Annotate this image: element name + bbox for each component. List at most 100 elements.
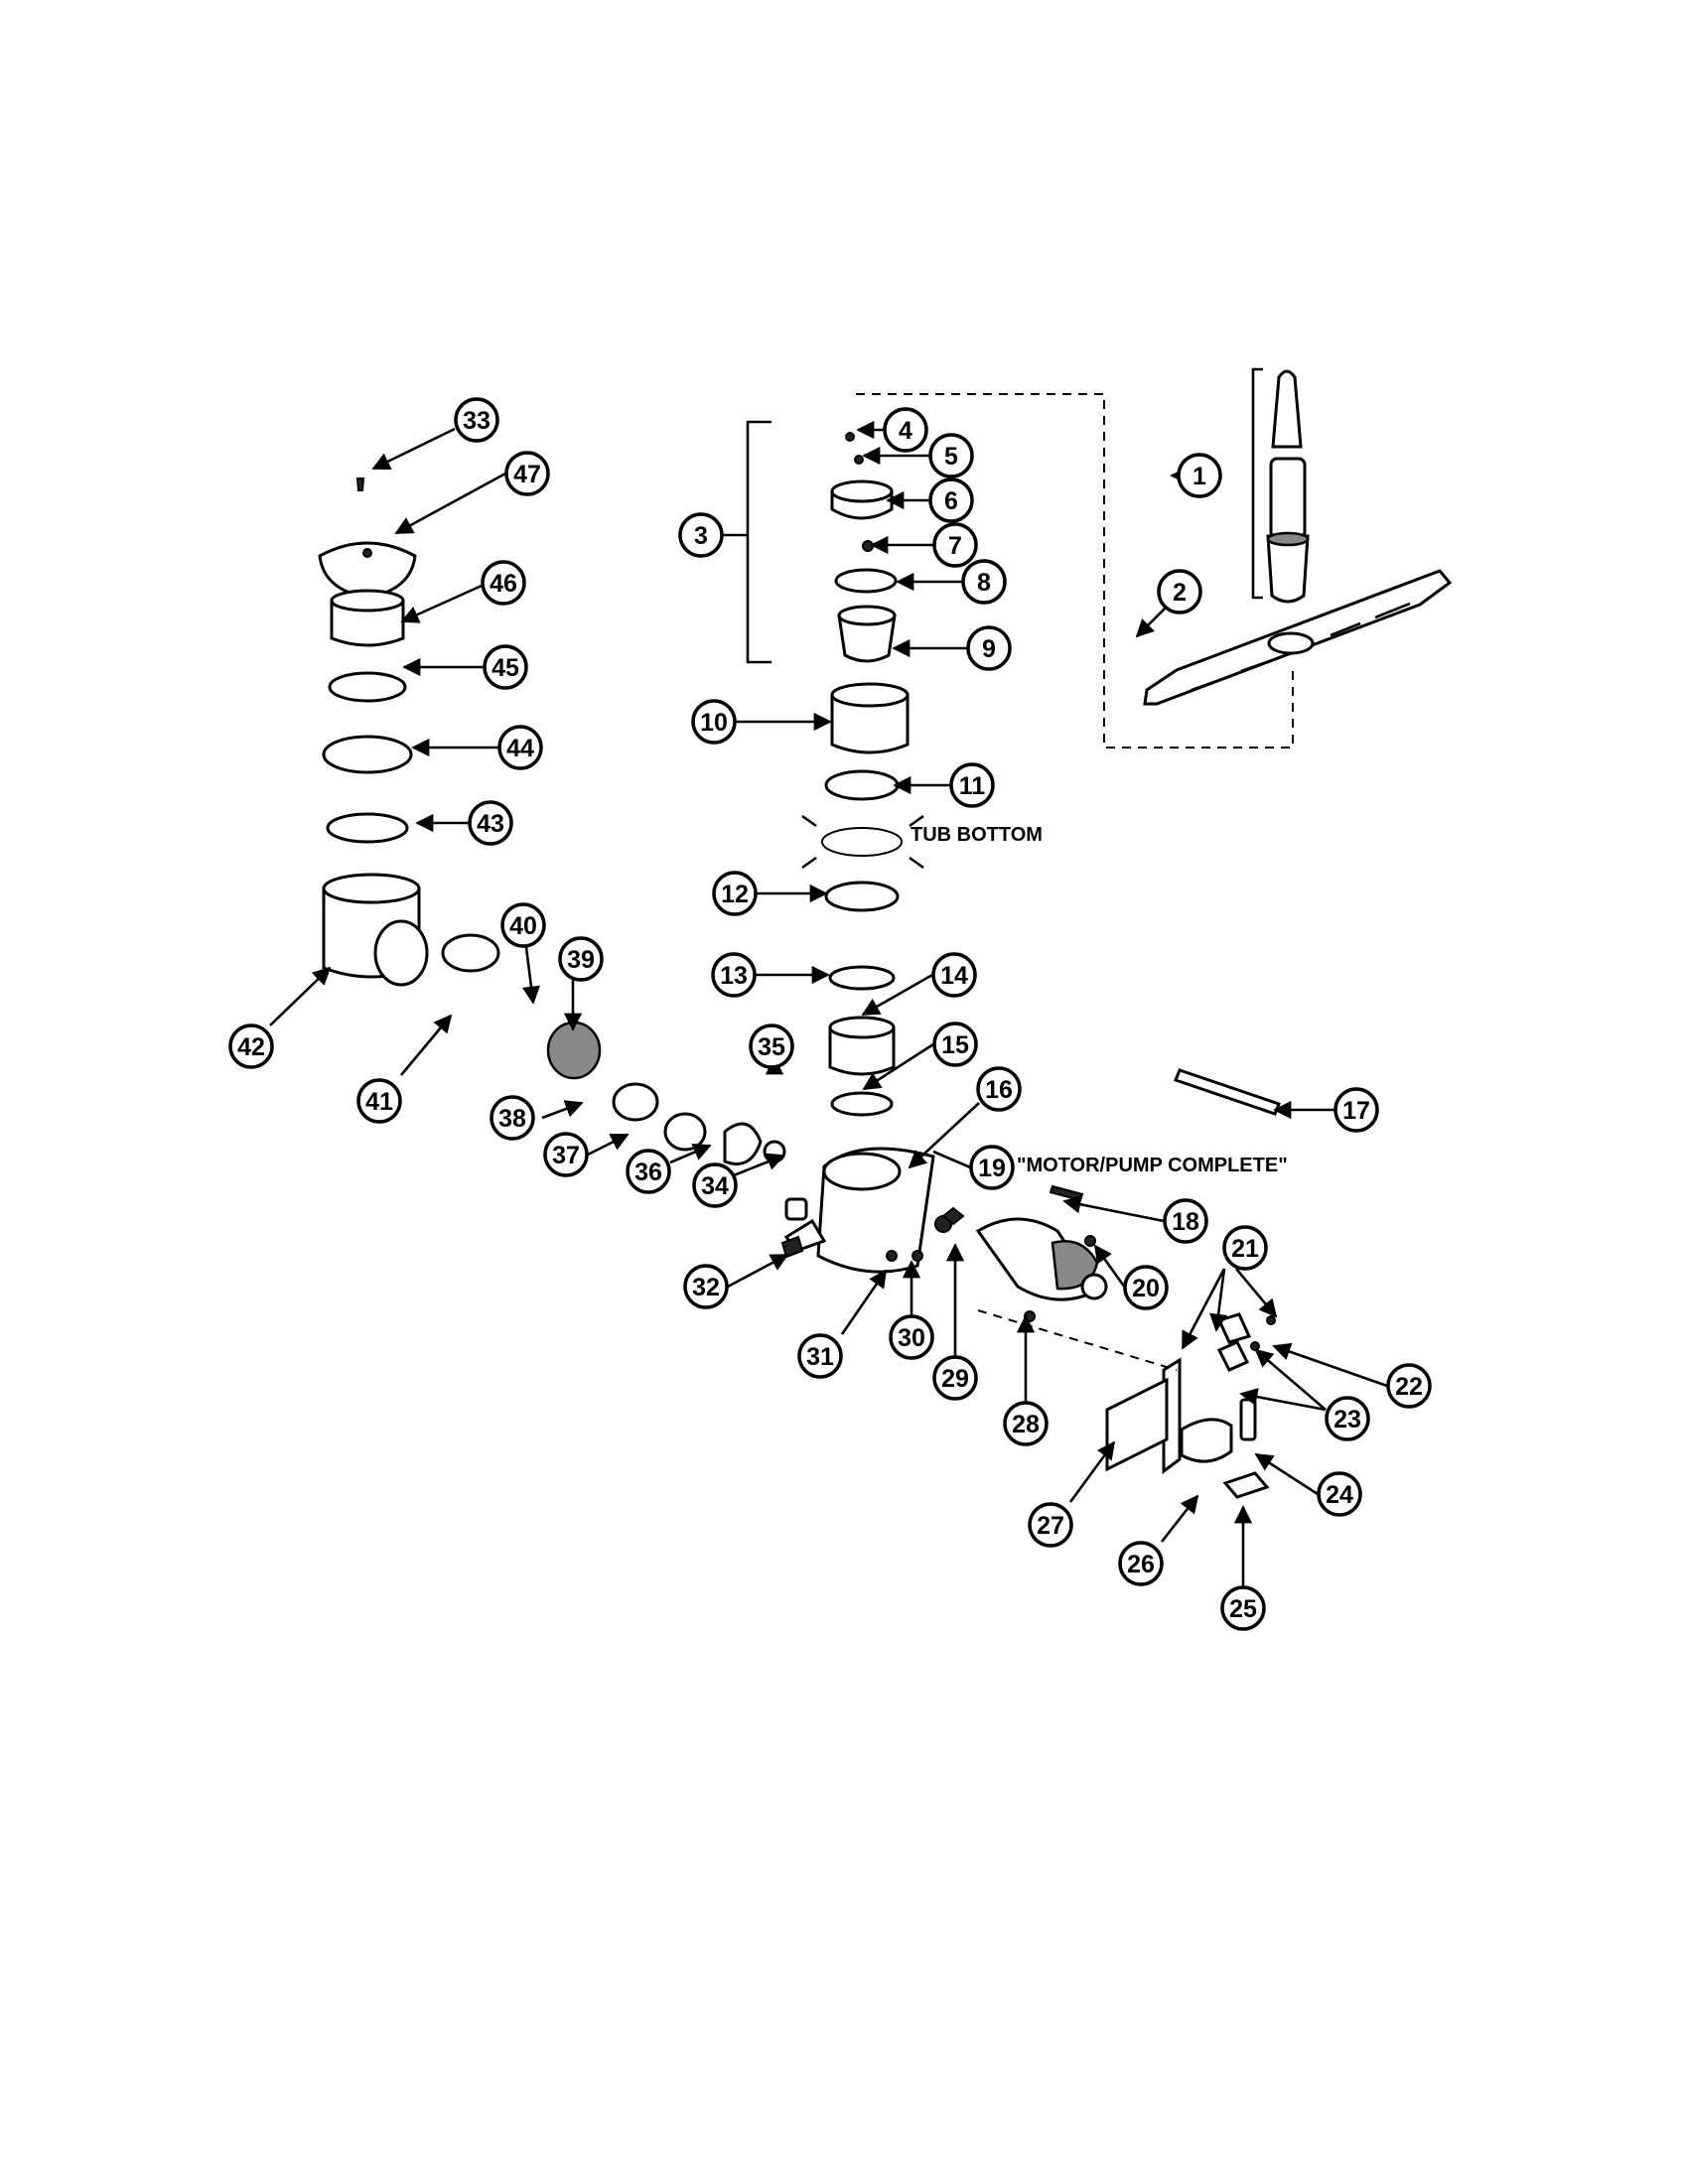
callout-17: 17	[1333, 1087, 1379, 1133]
callout-2: 2	[1157, 569, 1202, 614]
callout-20: 20	[1123, 1265, 1169, 1310]
callout-42-label: 42	[237, 1033, 265, 1061]
callout-19-label: 19	[978, 1155, 1006, 1182]
callout-10-label: 10	[700, 709, 728, 737]
callout-31-label: 31	[806, 1343, 834, 1371]
callout-16: 16	[976, 1066, 1022, 1112]
callout-23: 23	[1325, 1396, 1370, 1441]
dashed-line	[977, 1309, 1178, 1371]
callout-43: 43	[468, 800, 513, 846]
callout-28-label: 28	[1012, 1411, 1040, 1438]
callout-26-label: 26	[1127, 1551, 1155, 1578]
callout-11-label: 11	[959, 772, 986, 800]
pump-housing-part	[780, 1147, 935, 1274]
callout-12-label: 12	[721, 881, 749, 908]
callout-7-label: 7	[948, 532, 962, 560]
callout-21: 21	[1222, 1225, 1268, 1271]
callout-41-label: 41	[365, 1088, 393, 1116]
callout-23-label: 23	[1333, 1406, 1361, 1433]
callout-24-label: 24	[1326, 1481, 1353, 1509]
callout-16-label: 16	[985, 1076, 1013, 1104]
callout-6: 6	[928, 478, 974, 523]
washer-part	[912, 1250, 923, 1262]
callout-27-label: 27	[1037, 1512, 1064, 1540]
callout-36-label: 36	[634, 1159, 662, 1186]
callout-29-label: 29	[941, 1365, 969, 1393]
tub-bottom-label: TUB BOTTOM	[911, 824, 1043, 846]
callout-25: 25	[1220, 1585, 1266, 1631]
callout-38-label: 38	[498, 1105, 526, 1133]
bracket-parts	[1105, 1312, 1276, 1499]
callout-20-label: 20	[1132, 1275, 1160, 1302]
callout-44: 44	[497, 725, 543, 770]
callout-26: 26	[1118, 1541, 1164, 1586]
callout-10: 10	[691, 699, 737, 745]
callout-46-label: 46	[490, 570, 517, 598]
callout-7: 7	[932, 522, 978, 568]
spray-arm-part	[1143, 569, 1453, 706]
left-column-parts	[318, 478, 500, 987]
callout-14: 14	[931, 952, 977, 998]
callout-44-label: 44	[506, 735, 534, 762]
spray-tube-part	[1266, 369, 1310, 604]
callout-39: 39	[558, 936, 604, 982]
callout-28: 28	[1003, 1401, 1049, 1446]
callout-17-label: 17	[1342, 1097, 1370, 1125]
callout-2-label: 2	[1173, 579, 1187, 607]
callout-21-label: 21	[1231, 1235, 1259, 1263]
callout-40: 40	[500, 902, 546, 948]
callout-15: 15	[932, 1022, 978, 1067]
callout-9: 9	[966, 625, 1012, 671]
callout-18: 18	[1163, 1198, 1208, 1244]
callout-36: 36	[626, 1149, 671, 1194]
callout-46: 46	[481, 560, 526, 606]
clamp-part	[830, 1091, 894, 1117]
motor-part	[932, 1150, 1108, 1322]
callout-40-label: 40	[509, 912, 537, 940]
tub-bottom-indicator	[801, 814, 924, 870]
callout-9-label: 9	[982, 635, 996, 663]
gear-part	[941, 1206, 965, 1226]
callout-43-label: 43	[477, 810, 504, 838]
callout-11: 11	[949, 762, 995, 808]
callout-34-label: 34	[701, 1172, 729, 1200]
callout-12: 12	[712, 871, 758, 916]
nut-part	[1084, 1235, 1096, 1247]
clamp-part	[828, 965, 896, 991]
washer-part	[886, 1250, 898, 1262]
callout-13-label: 13	[720, 962, 748, 990]
gasket-part	[824, 769, 900, 801]
callout-29: 29	[932, 1355, 978, 1401]
callout-3: 3	[678, 512, 724, 558]
callouts: 1 2 3 4 5 6 7 8 9 10 11 12 13 14 15 16 1…	[228, 397, 1432, 1631]
callout-35-label: 35	[758, 1033, 785, 1061]
callout-42: 42	[228, 1024, 274, 1069]
callout-4: 4	[883, 407, 928, 453]
callout-37: 37	[543, 1132, 589, 1177]
callout-25-label: 25	[1229, 1595, 1257, 1623]
callout-30-label: 30	[898, 1324, 925, 1352]
callout-39-label: 39	[567, 946, 595, 974]
callout-47-label: 47	[513, 461, 541, 488]
pipe-part	[828, 1016, 896, 1076]
hub-stack-parts	[830, 432, 898, 663]
callout-8-label: 8	[977, 569, 991, 597]
screw-part	[1049, 1184, 1084, 1202]
callout-1: 1	[1177, 453, 1222, 498]
callout-1-label: 1	[1193, 463, 1206, 490]
dashed-assembly-outline	[856, 393, 1294, 749]
motor-pump-label: "MOTOR/PUMP COMPLETE"	[1017, 1155, 1288, 1176]
callout-15-label: 15	[941, 1031, 969, 1059]
callout-22: 22	[1386, 1363, 1432, 1409]
callout-18-label: 18	[1172, 1208, 1199, 1236]
callout-47: 47	[504, 451, 550, 496]
callout-8: 8	[961, 559, 1007, 605]
strip-part	[1174, 1068, 1281, 1116]
callout-27: 27	[1028, 1502, 1073, 1548]
callout-33: 33	[454, 397, 499, 443]
callout-24: 24	[1317, 1471, 1362, 1517]
callout-30: 30	[889, 1314, 934, 1360]
callout-3-label: 3	[694, 522, 708, 550]
callout-45: 45	[483, 644, 528, 690]
